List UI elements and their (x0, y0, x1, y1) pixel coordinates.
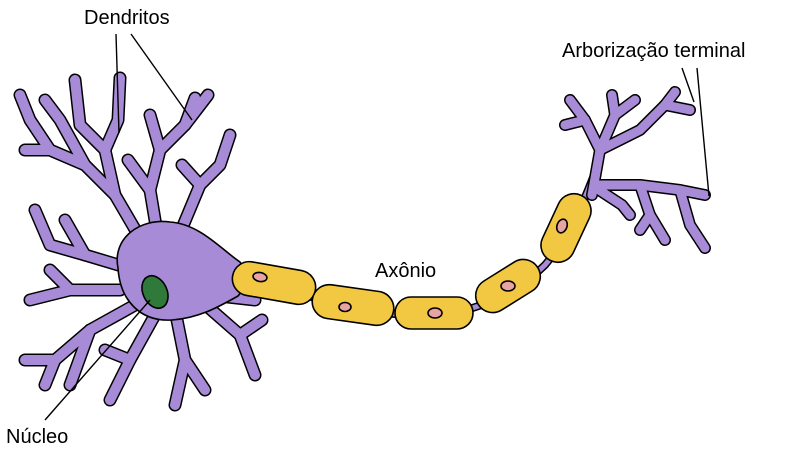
axon-label: Axônio (375, 260, 436, 282)
nucleus-label: Núcleo (6, 426, 68, 448)
dendrites-label: Dendritos (84, 7, 170, 29)
terminal-leader-lines (682, 68, 709, 196)
myelin-segment (395, 297, 473, 329)
myelin-sheath (230, 188, 597, 329)
terminal-arborization-label: Arborização terminal (562, 40, 745, 62)
cell-body (117, 221, 244, 320)
myelin-segment (310, 282, 396, 327)
myelin-segment (535, 188, 596, 268)
